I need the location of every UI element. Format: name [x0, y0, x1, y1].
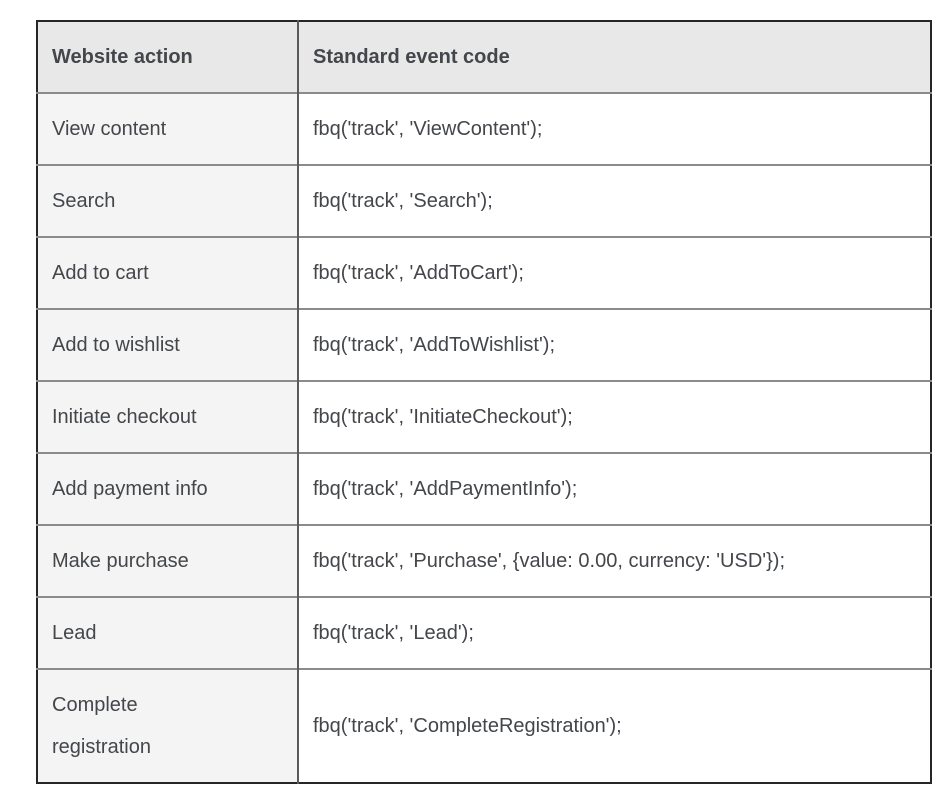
col-header-website-action: Website action — [37, 21, 298, 93]
event-table-body: View content fbq('track', 'ViewContent')… — [37, 92, 931, 783]
code-cell: fbq('track', 'AddToCart'); — [297, 236, 931, 309]
standard-events-table: Website action Standard event code View … — [36, 20, 932, 784]
table-row: Initiate checkout fbq('track', 'Initiate… — [37, 380, 931, 453]
code-cell: fbq('track', 'Purchase', {value: 0.00, c… — [297, 524, 931, 597]
action-cell: Complete registration — [37, 668, 298, 783]
code-cell: fbq('track', 'AddToWishlist'); — [297, 308, 931, 381]
table-row: Add to cart fbq('track', 'AddToCart'); — [37, 236, 931, 309]
table-row: Add to wishlist fbq('track', 'AddToWishl… — [37, 308, 931, 381]
standard-events-table-wrap: Website action Standard event code View … — [36, 20, 932, 784]
action-cell: Initiate checkout — [37, 380, 298, 453]
action-cell: Search — [37, 164, 298, 237]
action-cell: Add to cart — [37, 236, 298, 309]
table-row: Make purchase fbq('track', 'Purchase', {… — [37, 524, 931, 597]
col-header-standard-event-code: Standard event code — [297, 21, 931, 93]
action-cell: Lead — [37, 596, 298, 669]
table-row: Add payment info fbq('track', 'AddPaymen… — [37, 452, 931, 525]
table-row: Lead fbq('track', 'Lead'); — [37, 596, 931, 669]
code-cell: fbq('track', 'Search'); — [297, 164, 931, 237]
header-row: Website action Standard event code — [37, 21, 931, 93]
code-cell: fbq('track', 'CompleteRegistration'); — [297, 668, 931, 783]
code-cell: fbq('track', 'Lead'); — [297, 596, 931, 669]
code-cell: fbq('track', 'AddPaymentInfo'); — [297, 452, 931, 525]
action-cell: Make purchase — [37, 524, 298, 597]
code-cell: fbq('track', 'ViewContent'); — [297, 92, 931, 165]
table-row: Complete registration fbq('track', 'Comp… — [37, 668, 931, 783]
action-cell: View content — [37, 92, 298, 165]
code-cell: fbq('track', 'InitiateCheckout'); — [297, 380, 931, 453]
table-row: Search fbq('track', 'Search'); — [37, 164, 931, 237]
action-cell: Add payment info — [37, 452, 298, 525]
action-cell: Add to wishlist — [37, 308, 298, 381]
table-row: View content fbq('track', 'ViewContent')… — [37, 92, 931, 165]
